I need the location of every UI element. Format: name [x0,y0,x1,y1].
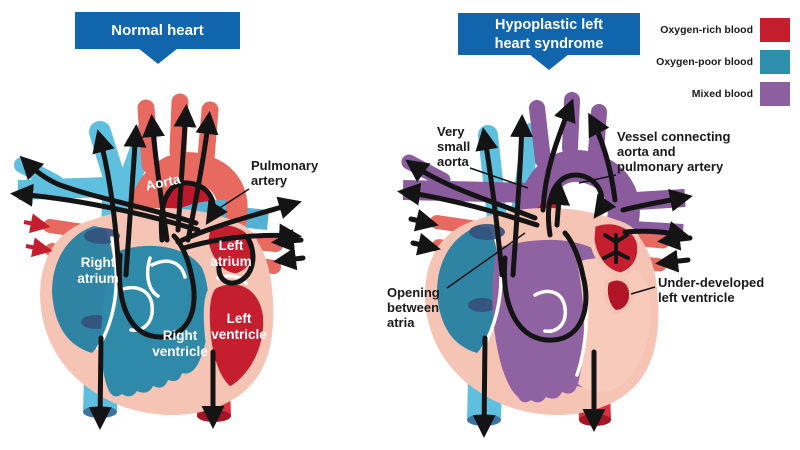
pointer-line [630,286,656,295]
opening-between-atria-label: Opening between atria [387,232,526,330]
svg-text:atrium: atrium [210,254,251,269]
legend-swatch-purple [760,82,790,106]
left-ventricle-label: Left ventricle [211,311,267,342]
svg-text:Left: Left [227,311,252,326]
pulmonary-vein-branches [602,233,630,264]
hlhs-title-line2: heart syndrome [494,36,604,52]
right-atrium-label: Right atrium [77,255,118,286]
svg-text:aorta and: aorta and [617,144,676,159]
pulmonary-artery-label: Pulmonary artery [214,158,319,212]
svg-text:pulmonary artery: pulmonary artery [617,159,724,174]
legend-label: Oxygen-rich blood [660,24,753,36]
oxygen-rich-inflow-arrow [23,213,51,234]
svg-text:Under-developed: Under-developed [658,275,764,290]
left-ventricle-region [203,278,270,394]
underdeveloped-left-ventricle-shape [603,276,634,315]
banner-pointer-triangle [137,48,178,64]
svg-text:Vessel connecting: Vessel connecting [617,129,730,144]
svg-text:Pulmonary: Pulmonary [251,158,319,173]
hlhs-title-line1: Hypoplastic left [495,17,603,33]
svg-text:Very: Very [437,124,465,139]
right-atrium-region [437,226,500,353]
vessel-connecting-label: Vessel connecting aorta and pulmonary ar… [578,129,730,184]
left-atrium-label: Left atrium [210,238,251,269]
svg-text:left ventricle: left ventricle [658,290,735,305]
svg-text:aorta: aorta [437,154,470,169]
underdeveloped-lv-label: Under-developed left ventricle [630,275,764,305]
very-small-aorta-label: Very small aorta [437,124,529,189]
svg-text:atrium: atrium [77,271,118,286]
normal-heart-illustration: Aorta Pulmonary artery Right atrium Left… [10,93,319,430]
ivc-opening [468,298,496,312]
svg-text:Opening: Opening [387,285,440,300]
pointer-line [578,174,617,184]
pointer-line [214,188,250,212]
blood-flow-arrows [397,98,693,438]
legend-item-oxygen-poor: Oxygen-poor blood [656,50,790,74]
oxygen-rich-inflow-arrow [25,237,53,258]
svg-text:ventricle: ventricle [152,344,208,359]
right-ventricle-region [101,245,210,397]
blood-flow-arrows [10,104,306,430]
pointer-line [446,232,526,289]
svg-text:small: small [437,139,470,154]
svg-text:Right: Right [163,328,198,343]
normal-heart-title: Normal heart [111,22,204,39]
hlhs-heart-illustration: Very small aorta Vessel connecting aorta… [387,92,764,438]
legend-item-oxygen-rich: Oxygen-rich blood [660,18,790,42]
hlhs-banner: Hypoplastic left heart syndrome [458,13,640,70]
aorta-label: Aorta [144,171,182,193]
legend-swatch-teal [760,50,790,74]
svg-text:Right: Right [81,255,116,270]
legend-label: Mixed blood [691,88,753,100]
banner-pointer-triangle [529,54,569,70]
right-ventricle-label: Right ventricle [152,328,208,359]
normal-heart-banner: Normal heart [75,12,240,64]
legend-item-mixed: Mixed blood [692,82,790,106]
svg-text:between: between [387,300,439,315]
svg-text:ventricle: ventricle [211,327,267,342]
svg-text:atria: atria [387,315,415,330]
svg-text:Left: Left [219,238,244,253]
chamber-divider-lines [96,236,187,350]
svg-text:artery: artery [251,173,288,188]
legend-label: Oxygen-poor blood [656,56,753,68]
pointer-line [469,167,529,189]
legend-swatch-red [760,18,790,42]
